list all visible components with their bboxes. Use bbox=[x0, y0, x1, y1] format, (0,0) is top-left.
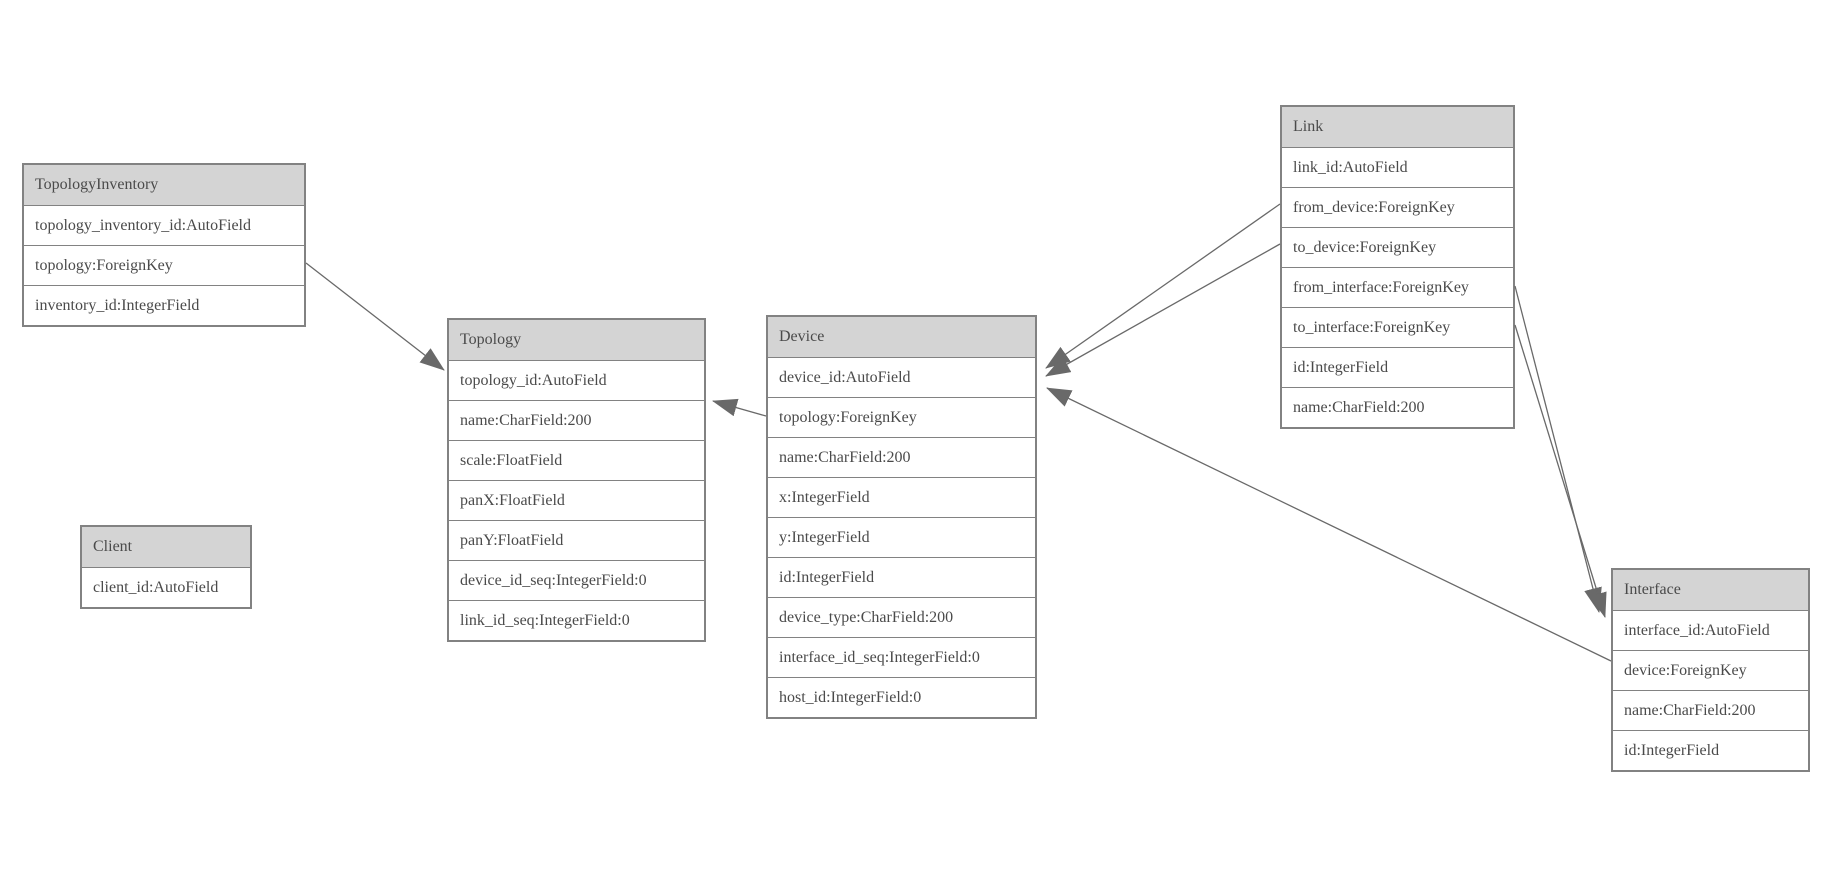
entity-title-device: Device bbox=[768, 317, 1035, 358]
relation-topology-inventory-topology-to-topology bbox=[305, 262, 445, 371]
field-row-interface: name:CharField:200 bbox=[1613, 691, 1808, 731]
relation-link-from-interface-to-interface bbox=[1514, 285, 1602, 613]
field-row-topology-inventory: topology:ForeignKey bbox=[24, 246, 304, 286]
field-row-topology: topology_id:AutoField bbox=[449, 361, 704, 401]
relation-link-to-device-to-device bbox=[1045, 243, 1281, 377]
entity-title-link: Link bbox=[1282, 107, 1513, 148]
field-row-device: name:CharField:200 bbox=[768, 438, 1035, 478]
field-row-device: x:IntegerField bbox=[768, 478, 1035, 518]
field-row-link: to_device:ForeignKey bbox=[1282, 228, 1513, 268]
field-row-device: device_id:AutoField bbox=[768, 358, 1035, 398]
field-row-topology: scale:FloatField bbox=[449, 441, 704, 481]
field-row-link: from_device:ForeignKey bbox=[1282, 188, 1513, 228]
field-row-topology: link_id_seq:IntegerField:0 bbox=[460, 612, 630, 629]
entity-title-interface: Interface bbox=[1613, 570, 1808, 611]
entity-title-client: Client bbox=[82, 527, 250, 568]
field-row-client: client_id:AutoField bbox=[93, 579, 219, 596]
field-row-link: name:CharField:200 bbox=[1293, 399, 1425, 416]
relation-link-to-interface-to-interface bbox=[1514, 324, 1607, 618]
field-row-device: host_id:IntegerField:0 bbox=[779, 689, 922, 706]
entity-table-client: Client client_id:AutoField bbox=[80, 525, 252, 609]
field-row-link: id:IntegerField bbox=[1282, 348, 1513, 388]
entity-title-topology: Topology bbox=[449, 320, 704, 361]
relation-link-from-device-to-device bbox=[1045, 203, 1281, 369]
field-row-link: link_id:AutoField bbox=[1282, 148, 1513, 188]
field-row-link: from_interface:ForeignKey bbox=[1282, 268, 1513, 308]
field-row-topology-inventory: inventory_id:IntegerField bbox=[35, 297, 200, 314]
relation-device-topology-to-topology bbox=[712, 398, 767, 417]
entity-title-topology-inventory: TopologyInventory bbox=[24, 165, 304, 206]
field-row-topology-inventory: topology_inventory_id:AutoField bbox=[24, 206, 304, 246]
field-row-device: id:IntegerField bbox=[768, 558, 1035, 598]
field-row-interface: device:ForeignKey bbox=[1613, 651, 1808, 691]
field-row-device: y:IntegerField bbox=[768, 518, 1035, 558]
field-row-device: topology:ForeignKey bbox=[768, 398, 1035, 438]
field-row-link: to_interface:ForeignKey bbox=[1282, 308, 1513, 348]
field-row-topology: name:CharField:200 bbox=[449, 401, 704, 441]
field-row-topology: panY:FloatField bbox=[449, 521, 704, 561]
field-row-topology: device_id_seq:IntegerField:0 bbox=[449, 561, 704, 601]
field-row-interface: id:IntegerField bbox=[1624, 742, 1720, 759]
field-row-interface: interface_id:AutoField bbox=[1613, 611, 1808, 651]
field-row-topology: panX:FloatField bbox=[449, 481, 704, 521]
field-row-device: interface_id_seq:IntegerField:0 bbox=[768, 638, 1035, 678]
field-row-device: device_type:CharField:200 bbox=[768, 598, 1035, 638]
